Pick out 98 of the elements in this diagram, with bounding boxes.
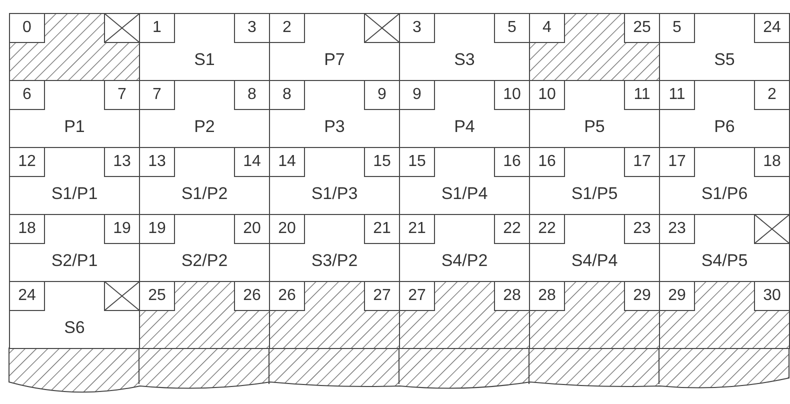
node-number: 14 (269, 147, 305, 177)
node-number: 8 (269, 80, 305, 110)
node-number: 18 (9, 214, 45, 244)
node-number: 11 (659, 80, 695, 110)
cell-label: P4 (453, 117, 476, 137)
grid-cell (9, 214, 140, 282)
node-number: 27 (399, 281, 435, 311)
grid-cell (9, 147, 140, 215)
grid-cell (659, 13, 790, 81)
crossed-box-icon (754, 214, 790, 244)
node-number: 29 (624, 281, 660, 311)
node-number: 23 (624, 214, 660, 244)
node-number: 3 (399, 13, 435, 43)
cell-label: S4/P4 (570, 251, 619, 271)
node-number: 27 (364, 281, 400, 311)
cell-label: P7 (323, 50, 346, 70)
hatched-cell (139, 281, 270, 349)
node-number: 5 (494, 13, 530, 43)
cell-label: S2/P2 (180, 251, 229, 271)
node-number: 4 (529, 13, 565, 43)
node-number: 22 (494, 214, 530, 244)
crossed-box-icon (104, 281, 140, 311)
node-number: 7 (139, 80, 175, 110)
node-number: 17 (624, 147, 660, 177)
hatched-cell (659, 281, 790, 349)
cell-label: S4/P2 (440, 251, 489, 271)
cell-label: S2/P1 (50, 251, 99, 271)
node-number: 20 (269, 214, 305, 244)
node-number: 28 (494, 281, 530, 311)
cell-label: P3 (323, 117, 346, 137)
node-number: 15 (364, 147, 400, 177)
node-number: 28 (529, 281, 565, 311)
grid-cell (9, 281, 140, 349)
cell-label: S1/P1 (50, 184, 99, 204)
hatched-cell (9, 13, 140, 81)
node-number: 24 (754, 13, 790, 43)
node-number: 5 (659, 13, 695, 43)
node-number: 6 (9, 80, 45, 110)
node-number: 2 (754, 80, 790, 110)
node-number: 20 (234, 214, 270, 244)
node-number: 14 (234, 147, 270, 177)
hatched-cell (269, 281, 400, 349)
node-number: 13 (104, 147, 140, 177)
node-number: 9 (399, 80, 435, 110)
node-number: 26 (269, 281, 305, 311)
crossed-box-icon (104, 13, 140, 43)
node-number: 10 (529, 80, 565, 110)
cell-label: S6 (63, 318, 86, 338)
cell-label: S5 (713, 50, 736, 70)
cell-label: P5 (583, 117, 606, 137)
node-number: 23 (659, 214, 695, 244)
node-number: 11 (624, 80, 660, 110)
cell-label: P1 (63, 117, 86, 137)
node-number: 8 (234, 80, 270, 110)
node-number: 25 (624, 13, 660, 43)
cell-label: S4/P5 (700, 251, 749, 271)
cell-label: S1/P2 (180, 184, 229, 204)
cell-label: S3 (453, 50, 476, 70)
cell-label: S1/P6 (700, 184, 749, 204)
node-number: 15 (399, 147, 435, 177)
node-number: 18 (754, 147, 790, 177)
grid-cell (659, 214, 790, 282)
node-number: 7 (104, 80, 140, 110)
node-number: 16 (494, 147, 530, 177)
cell-label: S1/P3 (310, 184, 359, 204)
grid-cell (659, 147, 790, 215)
node-number: 22 (529, 214, 565, 244)
hatched-cell (399, 281, 530, 349)
node-number: 21 (364, 214, 400, 244)
node-number: 19 (139, 214, 175, 244)
node-number: 26 (234, 281, 270, 311)
node-number: 25 (139, 281, 175, 311)
hatched-cell (529, 13, 660, 81)
node-number: 13 (139, 147, 175, 177)
cell-label: P2 (193, 117, 216, 137)
node-number: 12 (9, 147, 45, 177)
grid-cell (9, 80, 140, 148)
cell-label: S1/P5 (570, 184, 619, 204)
cell-label: S3/P2 (310, 251, 359, 271)
node-number: 29 (659, 281, 695, 311)
crossed-box-icon (364, 13, 400, 43)
grid-cell (659, 80, 790, 148)
node-number: 10 (494, 80, 530, 110)
node-number: 21 (399, 214, 435, 244)
node-number: 17 (659, 147, 695, 177)
node-number: 0 (9, 13, 45, 43)
node-number: 2 (269, 13, 305, 43)
node-number: 30 (754, 281, 790, 311)
cell-label: S1/P4 (440, 184, 489, 204)
node-number: 24 (9, 281, 45, 311)
cell-label: S1 (193, 50, 216, 70)
cell-label: P6 (713, 117, 736, 137)
node-number: 3 (234, 13, 270, 43)
node-number: 19 (104, 214, 140, 244)
node-number: 9 (364, 80, 400, 110)
node-number: 1 (139, 13, 175, 43)
node-number: 16 (529, 147, 565, 177)
hatched-cell (529, 281, 660, 349)
